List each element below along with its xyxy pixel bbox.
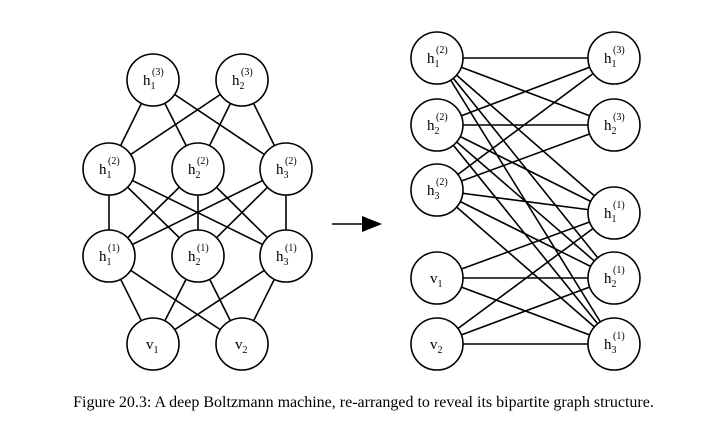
node-label: v2 [235,337,248,356]
node-circle [410,317,464,371]
node-circle [410,163,464,217]
right-edge-h2_2-h3_1 [436,57,615,126]
right-edge-v_2-h1_2 [436,277,615,345]
left-edge-h2_3-h1_1 [108,168,287,257]
node-circle [82,229,136,283]
node-superscript: (3) [152,67,164,78]
node-circle [587,186,641,240]
node-circle [410,98,464,152]
node-superscript: (1) [197,243,209,254]
right-graph-nodes: h1(2)h2(2)h3(2)v1v2h1(3)h2(3)h1(1)h2(1)h… [410,31,641,371]
node-label: v1 [430,271,443,290]
right-edge-h2_2-h1_1 [436,124,615,214]
node-circle [126,53,180,107]
node-superscript: (1) [613,265,625,276]
right-edge-v_2-h1_1 [436,212,615,345]
left-node-h1_1: h1(1) [82,229,136,283]
right-node-h2_1: h1(2) [410,31,464,85]
right-node-h2_3: h3(2) [410,163,464,217]
node-superscript: (2) [108,156,120,167]
node-label: h1 [604,51,617,70]
right-graph-edges [436,57,615,345]
rearrange-arrow-icon [332,216,382,232]
node-superscript: (2) [436,112,448,123]
right-node-h1_2: h2(1) [587,251,641,305]
right-edge-h2_3-h3_1 [436,57,615,191]
right-edge-h2_1-h1_1 [436,57,615,214]
right-edge-h2_1-h1_2 [436,57,615,279]
node-circle [587,317,641,371]
node-label: h1 [99,162,112,181]
node-label: h1 [604,206,617,225]
diagram-area: h1(3)h2(3)h1(2)h2(2)h3(2)h1(1)h2(1)h3(1)… [82,31,641,371]
node-label: h2 [427,118,440,137]
node-superscript: (2) [197,156,209,167]
node-label: h3 [604,337,617,356]
right-edge-v_1-h1_1 [436,212,615,279]
node-label: h2 [188,162,201,181]
node-label: h1 [143,73,156,92]
node-superscript: (2) [436,177,448,188]
node-label: h2 [604,271,617,290]
left-graph-edges [108,79,287,345]
node-superscript: (2) [436,45,448,56]
node-circle [410,31,464,85]
node-circle [410,251,464,305]
figure-caption: Figure 20.3: A deep Boltzmann machine, r… [73,394,654,411]
node-circle [171,142,225,196]
node-label: h1 [99,249,112,268]
right-node-h3_1: h1(3) [587,31,641,85]
left-node-h1_2: h2(1) [171,229,225,283]
dbm-diagram: h1(3)h2(3)h1(2)h2(2)h3(2)h1(1)h2(1)h3(1)… [82,31,641,371]
left-node-h3_1: h1(3) [126,53,180,107]
node-superscript: (3) [241,67,253,78]
node-superscript: (1) [613,200,625,211]
node-circle [171,229,225,283]
node-circle [587,251,641,305]
right-node-h1_1: h1(1) [587,186,641,240]
node-superscript: (1) [108,243,120,254]
node-label: h2 [188,249,201,268]
left-node-v_1: v1 [126,317,180,371]
right-node-v_2: v2 [410,317,464,371]
left-graph-nodes: h1(3)h2(3)h1(2)h2(2)h3(2)h1(1)h2(1)h3(1)… [82,53,313,371]
node-label: v1 [146,337,159,356]
node-circle [215,53,269,107]
node-label: h2 [232,73,245,92]
node-circle [126,317,180,371]
right-edge-h2_3-h1_2 [436,189,615,279]
node-circle [587,98,641,152]
left-node-h2_1: h1(2) [82,142,136,196]
left-node-h2_2: h2(2) [171,142,225,196]
node-superscript: (3) [613,45,625,56]
node-label: v2 [430,337,443,356]
left-node-h2_3: h3(2) [259,142,313,196]
node-circle [215,317,269,371]
right-node-v_1: v1 [410,251,464,305]
left-node-h3_2: h2(3) [215,53,269,107]
node-label: h3 [427,183,440,202]
right-edge-h2_3-h1_1 [436,189,615,214]
node-circle [82,142,136,196]
node-label: h3 [276,249,289,268]
right-edge-h2_3-h1_3 [436,189,615,345]
node-label: h1 [427,51,440,70]
node-superscript: (1) [285,243,297,254]
node-label: h2 [604,118,617,137]
node-superscript: (1) [613,331,625,342]
right-node-h2_2: h2(2) [410,98,464,152]
left-node-v_2: v2 [215,317,269,371]
node-superscript: (2) [285,156,297,167]
node-circle [259,142,313,196]
right-node-h3_2: h2(3) [587,98,641,152]
node-superscript: (3) [613,112,625,123]
left-node-h1_3: h3(1) [259,229,313,283]
node-label: h3 [276,162,289,181]
node-circle [587,31,641,85]
right-edge-h2_3-h3_2 [436,124,615,191]
right-node-h1_3: h3(1) [587,317,641,371]
node-circle [259,229,313,283]
